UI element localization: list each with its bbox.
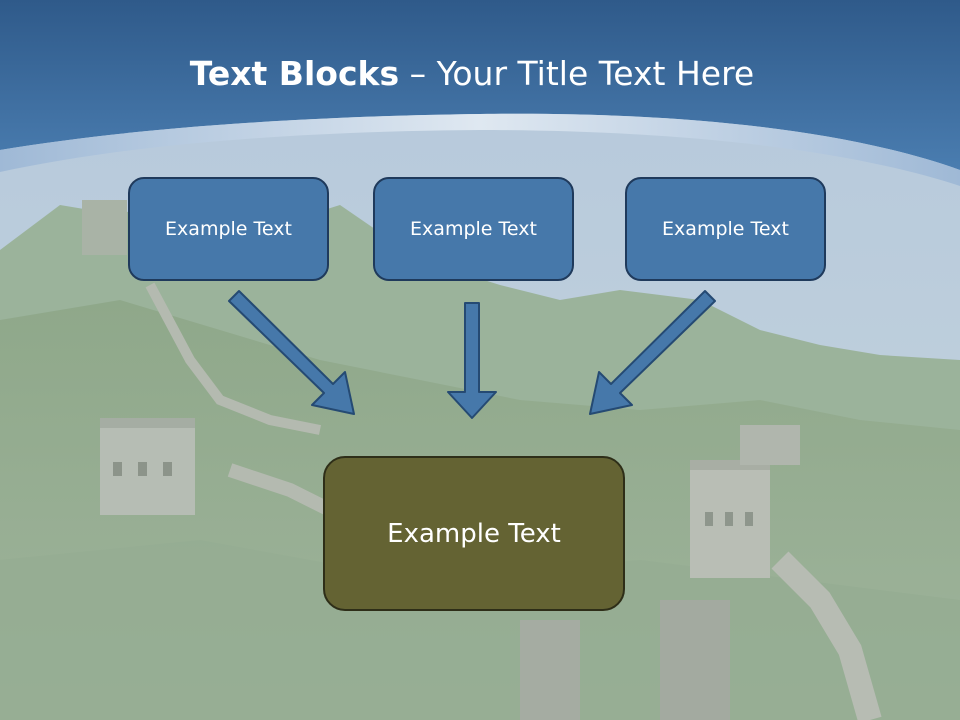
text-block-right-label: Example Text — [662, 218, 789, 240]
text-block-right[interactable]: Example Text — [625, 177, 826, 281]
text-block-left[interactable]: Example Text — [128, 177, 329, 281]
text-block-bottom-label: Example Text — [387, 518, 561, 549]
title-rest: Your Title Text Here — [436, 54, 755, 93]
text-block-bottom[interactable]: Example Text — [323, 456, 625, 611]
title-dash: – — [409, 54, 427, 93]
text-block-center-label: Example Text — [410, 218, 537, 240]
text-block-center[interactable]: Example Text — [373, 177, 574, 281]
title-bold: Text Blocks — [189, 54, 400, 93]
text-block-left-label: Example Text — [165, 218, 292, 240]
slide-title: Text Blocks – Your Title Text Here — [0, 52, 944, 96]
